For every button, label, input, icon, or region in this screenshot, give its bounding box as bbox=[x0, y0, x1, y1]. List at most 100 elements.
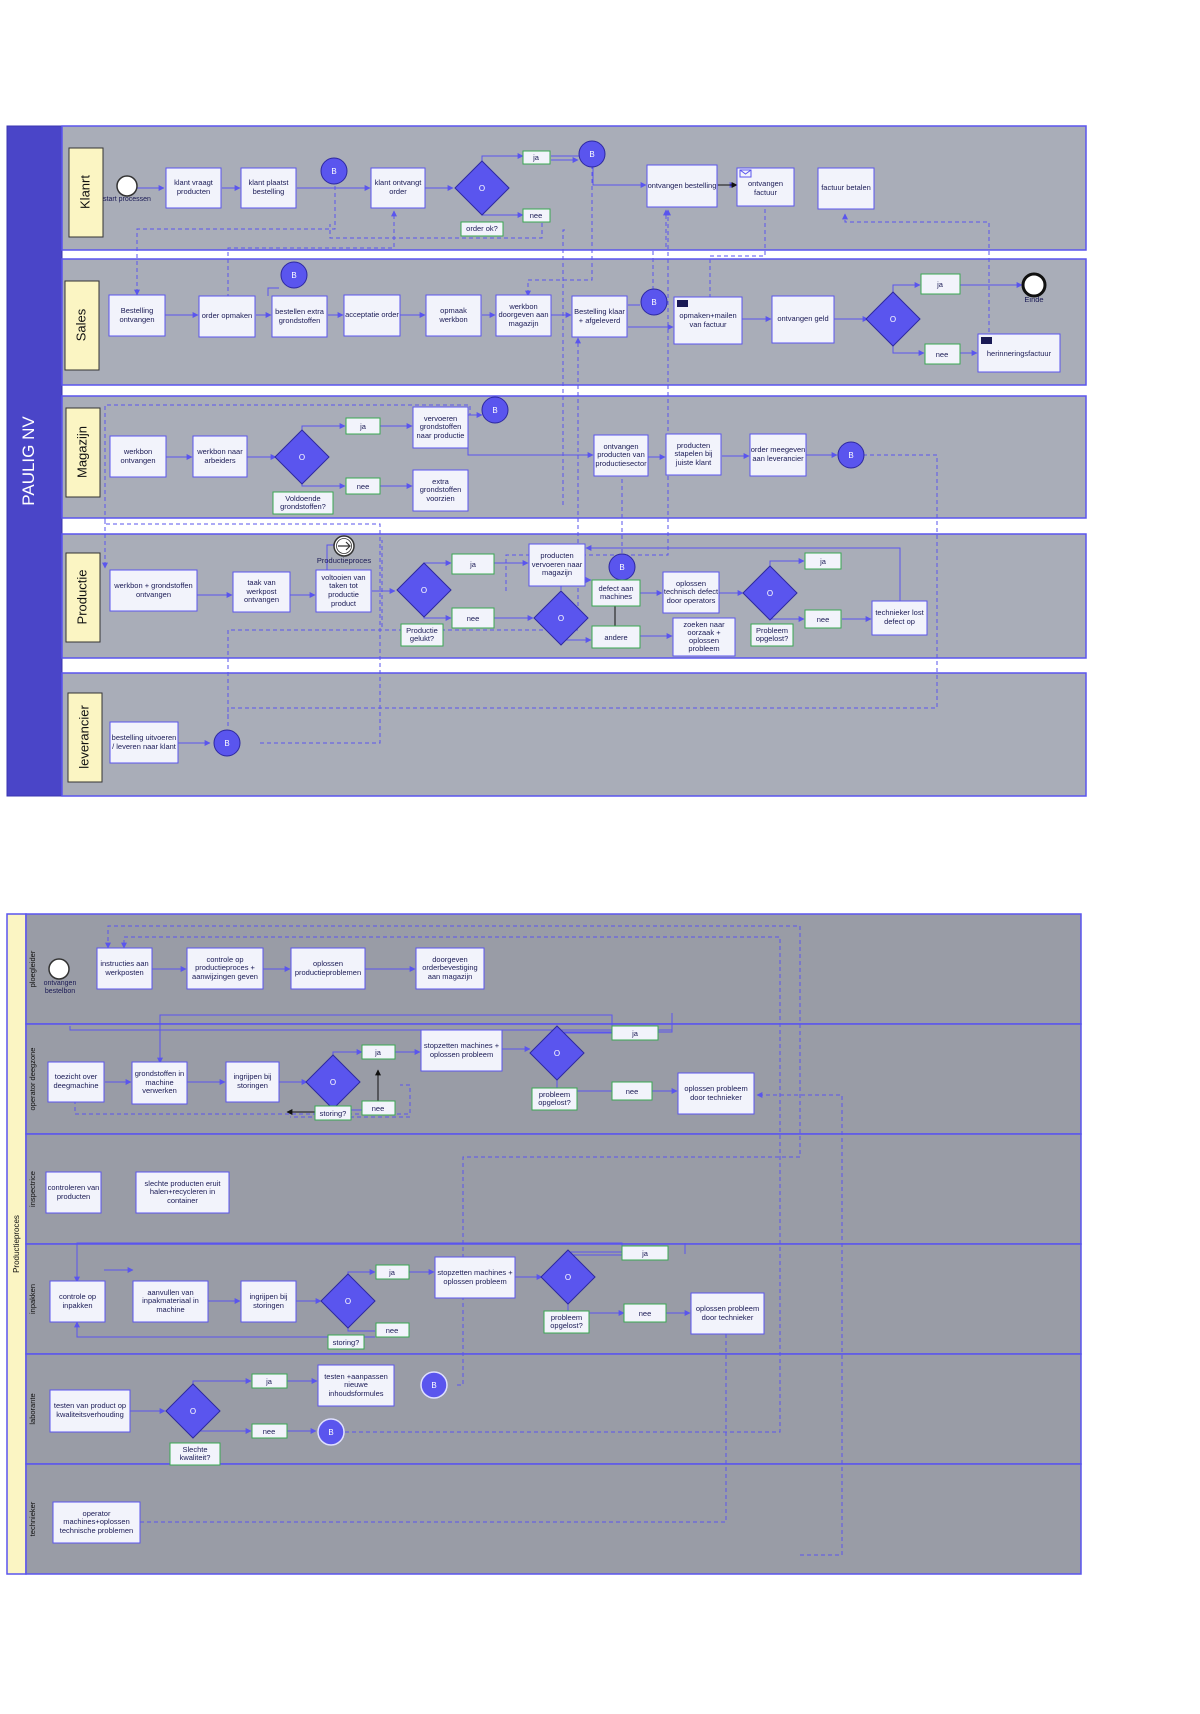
lane-label-text: operator deegzone bbox=[28, 1048, 37, 1111]
task-ontvangen-bestelling bbox=[646, 164, 718, 208]
pool-title: Productieproces bbox=[12, 1215, 21, 1273]
gateway-label: O bbox=[558, 614, 564, 623]
task-zoeken-oorzaak bbox=[672, 617, 736, 657]
flow-label-text: storing? bbox=[320, 1109, 347, 1118]
task-andere bbox=[591, 625, 641, 649]
task-label: oplossen probleem door technieker bbox=[695, 1303, 760, 1322]
flow-label-text: nee bbox=[626, 1087, 639, 1096]
gateway bbox=[742, 565, 798, 621]
gateway bbox=[540, 1249, 596, 1305]
task-label: controle op inpakken bbox=[58, 1291, 97, 1310]
task-label: stopzetten machines + oplossen probleem bbox=[437, 1267, 513, 1286]
flow-label-text: nee bbox=[936, 350, 949, 359]
task-label: klant vraagt producten bbox=[174, 178, 213, 196]
lane-leverancier bbox=[61, 672, 1087, 797]
task-label: producten stapelen bij juiste klant bbox=[674, 440, 713, 467]
task-instructies bbox=[96, 947, 153, 990]
lane-label-text: Productie bbox=[74, 570, 89, 625]
link-event-label: B bbox=[328, 1428, 333, 1437]
task-doorgeven-orderbevestiging bbox=[415, 947, 485, 990]
pool-title: PAULIG NV bbox=[19, 416, 38, 506]
flow-label-text: ja bbox=[374, 1048, 382, 1057]
lane-label-text: Sales bbox=[73, 308, 88, 341]
task-label: grondstoffen in machine verwerken bbox=[134, 1069, 185, 1096]
link-event-label: B bbox=[651, 298, 656, 307]
task-label: oplossen probleem door technieker bbox=[684, 1083, 748, 1102]
flow-label-order-ok bbox=[460, 221, 504, 237]
task-factuur-betalen bbox=[817, 167, 875, 210]
lane-label-magazijn bbox=[65, 407, 101, 498]
flow-label-text: order ok? bbox=[466, 224, 498, 233]
task-label: werkbon naar arbeiders bbox=[197, 446, 243, 465]
task-label: herinneringsfactuur bbox=[986, 348, 1052, 358]
task-label: klant plaatst bestelling bbox=[248, 178, 289, 196]
flow-label-probleem-opgelost bbox=[543, 1310, 590, 1334]
lane-label-sales bbox=[64, 280, 100, 371]
task-ingrijpen-storingen-1 bbox=[225, 1061, 280, 1103]
task-label: opmaak werkbon bbox=[439, 305, 468, 324]
task-label: taak van werkpost ontvangen bbox=[243, 578, 280, 605]
lane-labels: ploegleider operator deegzone inspectric… bbox=[28, 950, 37, 1536]
task-producten-vervoeren bbox=[528, 543, 586, 587]
task-label: voltooien van taken tot productie produc… bbox=[321, 572, 366, 608]
link-event-label: B bbox=[224, 739, 229, 748]
task-label: testen +aanpassen nieuwe inhoudsformules bbox=[324, 1371, 388, 1398]
flow-label-nee bbox=[251, 1423, 288, 1439]
flow-label-nee bbox=[451, 607, 495, 629]
flow-label-ja bbox=[345, 417, 381, 435]
task-klant-plaatst bbox=[240, 167, 297, 209]
task-label: order opmaken bbox=[201, 311, 253, 321]
lane-label-text: ploegleider bbox=[28, 950, 37, 987]
task-oplossen-technieker-1 bbox=[677, 1072, 755, 1115]
lane-label-text: leverancier bbox=[76, 705, 91, 769]
end-event-label: Einde bbox=[1024, 295, 1043, 304]
flow-label-nee bbox=[804, 609, 842, 629]
flow-label-text: ja bbox=[631, 1029, 639, 1038]
flow-label-storing bbox=[314, 1105, 352, 1121]
flow-label-nee bbox=[611, 1081, 653, 1101]
task-label: defect aan machines bbox=[598, 583, 634, 601]
task-label: oplossen technisch defect door operators bbox=[663, 578, 719, 605]
flow-label-text: nee bbox=[372, 1104, 385, 1113]
task-label: vervoeren grondstoffen naar productie bbox=[416, 413, 465, 440]
task-label: controle op productieproces + aanwijzing… bbox=[192, 954, 258, 981]
task-label: instructies aan werkposten bbox=[100, 958, 149, 977]
task-label: stopzetten machines + oplossen probleem bbox=[423, 1040, 500, 1059]
task-bestelling-klaar bbox=[571, 295, 628, 338]
flow-label-text: Voldoende grondstoffen? bbox=[280, 493, 326, 511]
task-label: factuur betalen bbox=[821, 183, 871, 193]
flow-label-text: nee bbox=[386, 1326, 399, 1335]
task-taak-van-werkpost bbox=[232, 571, 291, 613]
start-event bbox=[116, 175, 138, 197]
task-technieker-lost bbox=[871, 600, 928, 636]
flow-label-voldoende bbox=[272, 491, 334, 515]
task-acceptatie-order bbox=[343, 294, 401, 337]
gateway bbox=[454, 160, 510, 216]
task-producten-stapelen bbox=[665, 433, 722, 476]
gateway bbox=[865, 291, 921, 347]
task-label: andere bbox=[604, 633, 627, 642]
task-slechte-producten bbox=[135, 1171, 230, 1214]
gateway bbox=[396, 562, 452, 618]
flow-label-nee bbox=[345, 477, 381, 495]
flow-label-text: ja bbox=[641, 1249, 649, 1258]
gateway bbox=[320, 1273, 376, 1329]
link-event-label: B bbox=[331, 167, 336, 176]
task-testen-aanpassen bbox=[317, 1364, 395, 1407]
task-ontvangen-geld bbox=[771, 295, 835, 344]
link-event bbox=[213, 729, 241, 757]
flow-label-ja bbox=[451, 553, 495, 575]
link-event-label: B bbox=[431, 1381, 436, 1390]
task-label: operator machines+oplossen technische pr… bbox=[59, 1508, 134, 1535]
flow-label-ja bbox=[611, 1025, 659, 1041]
task-ingrijpen-storingen-2 bbox=[240, 1280, 297, 1323]
task-label: ontvangen producten van productiesector bbox=[595, 441, 647, 468]
flow-label-text: probleem opgelost? bbox=[550, 1312, 583, 1330]
flow-label-nee bbox=[623, 1303, 667, 1323]
task-oplossen-technieker-2 bbox=[690, 1292, 765, 1335]
task-extra-grondstoffen bbox=[412, 469, 469, 512]
link-event bbox=[578, 140, 606, 168]
start-event-label: ontvangen bestelbon bbox=[43, 980, 77, 996]
gateway-label: O bbox=[345, 1297, 351, 1306]
task-werkbon-doorgeven bbox=[495, 294, 552, 337]
